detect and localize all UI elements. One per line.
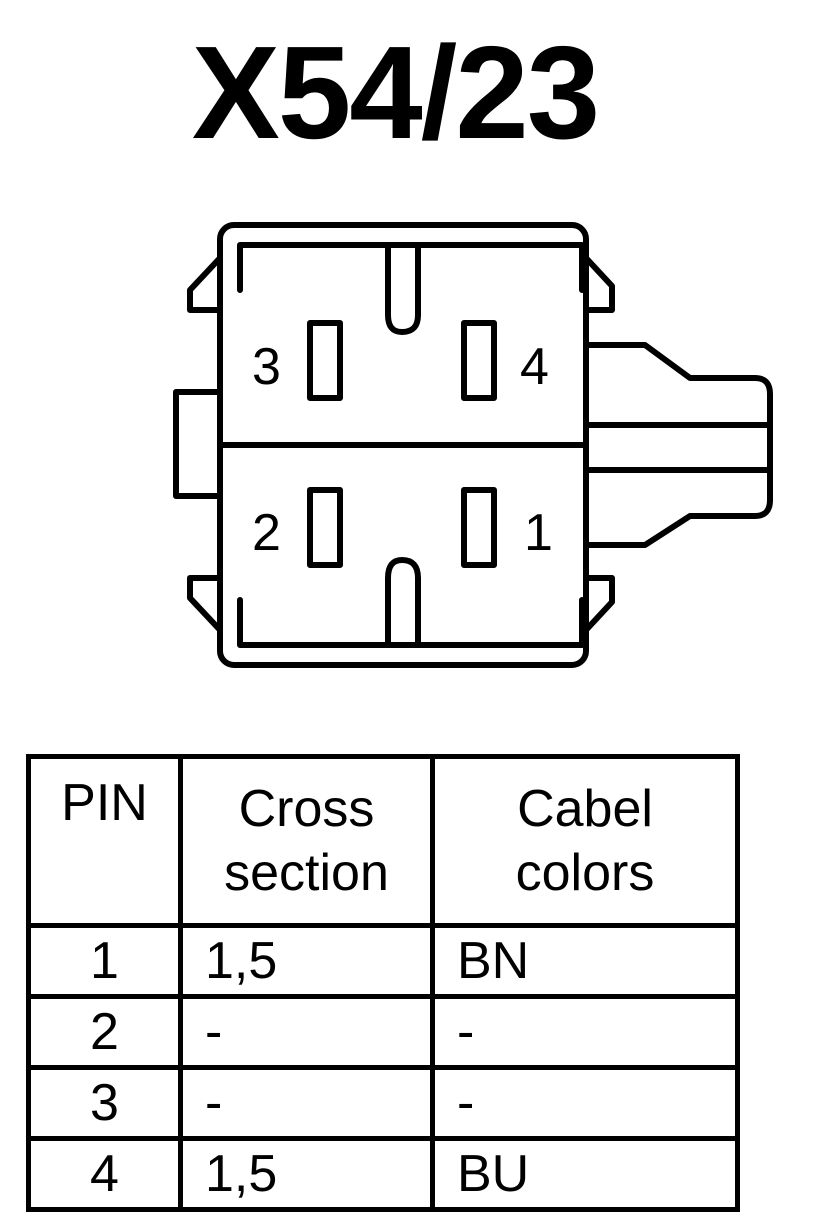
header-cross-section-line1: Cross — [238, 780, 375, 838]
table-row: 3 - - — [26, 1065, 740, 1141]
header-pin: PIN — [26, 754, 183, 928]
housing-inner-bottom — [237, 597, 585, 648]
pin-assignment-table: PIN Cross section Cabel colors 1 1,5 BN … — [26, 754, 740, 1212]
bottom-key-slot — [385, 557, 421, 648]
housing-inner-top — [237, 242, 585, 293]
header-cable-colors-line1: Cabel — [517, 780, 653, 838]
pin-label-3: 3 — [252, 338, 281, 396]
pin-label-4: 4 — [520, 338, 549, 396]
right-plug — [583, 342, 773, 548]
table-row: 1 1,5 BN — [26, 923, 740, 999]
cell-color: BU — [430, 1136, 740, 1212]
table-row: 4 1,5 BU — [26, 1136, 740, 1212]
header-cross-section-line2: section — [224, 844, 389, 902]
header-cable-colors-line2: colors — [515, 844, 655, 902]
right-latch-top — [583, 255, 615, 313]
cell-cross-section: 1,5 — [178, 923, 435, 999]
contact-1 — [461, 487, 497, 568]
pin-label-1: 1 — [524, 504, 553, 562]
cell-pin: 2 — [26, 994, 183, 1070]
table-header-row: PIN Cross section Cabel colors — [26, 754, 740, 928]
left-latch-top — [187, 255, 223, 313]
header-cross-section: Cross section — [178, 754, 435, 928]
header-cable-colors: Cabel colors — [430, 754, 740, 928]
cell-cross-section: - — [178, 1065, 435, 1141]
pin-label-2: 2 — [252, 504, 281, 562]
contact-3 — [307, 320, 343, 401]
table-row: 2 - - — [26, 994, 740, 1070]
cell-color: - — [430, 1065, 740, 1141]
left-tab — [173, 389, 223, 499]
cell-pin: 1 — [26, 923, 183, 999]
cell-pin: 3 — [26, 1065, 183, 1141]
top-key-slot — [385, 242, 421, 335]
connector-diagram: 3 4 2 1 — [173, 222, 773, 668]
cell-cross-section: 1,5 — [178, 1136, 435, 1212]
right-latch-bottom — [583, 575, 615, 633]
cell-color: - — [430, 994, 740, 1070]
cell-pin: 4 — [26, 1136, 183, 1212]
contact-4 — [461, 320, 497, 401]
cell-color: BN — [430, 923, 740, 999]
cell-cross-section: - — [178, 994, 435, 1070]
connector-title: X54/23 — [191, 19, 600, 166]
contact-2 — [307, 487, 343, 568]
left-latch-bottom — [187, 575, 223, 633]
header-pin-label: PIN — [61, 774, 148, 832]
